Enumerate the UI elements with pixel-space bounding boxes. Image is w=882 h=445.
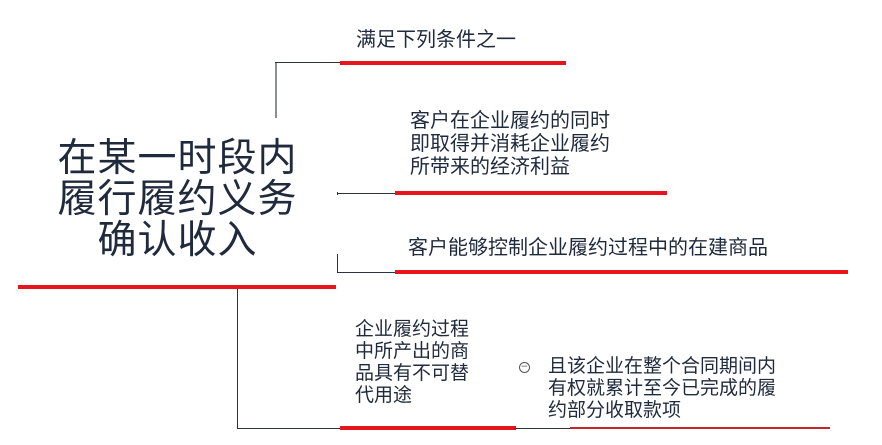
branch-4-child-node[interactable]: 且该企业在整个合同期间内 有权就累计至今已完成的履 约部分收取款项 [548,355,777,421]
connector-branch-2 [337,193,397,194]
branch-4-underline [340,426,516,430]
root-line-1: 在某一时段内 [57,136,298,181]
connector-branch-1-h [275,62,341,63]
connector-branch-1 [275,62,277,118]
branch-3-underline [395,270,848,274]
connector-branch-4 [237,428,341,429]
branch-2-node[interactable]: 客户在企业履约的同时 即取得并消耗企业履约 所带来的经济利益 [410,108,610,178]
root-line-2: 履行履约义务 [57,177,298,222]
connector-branch-3-v [337,254,338,273]
connector-branch-3 [337,272,397,273]
root-node[interactable]: 在某一时段内 履行履约义务 确认收入 [40,138,315,261]
collapse-toggle-icon[interactable]: − [519,362,530,373]
branch-4-child-underline [570,427,830,429]
branch-1-node[interactable]: 满足下列条件之一 [356,27,516,51]
root-line-3: 确认收入 [97,218,258,263]
root-underline [18,285,336,289]
branch-4-node[interactable]: 企业履约过程 中所产出的商 品具有不可替 代用途 [355,318,470,406]
branch-3-node[interactable]: 客户能够控制企业履约过程中的在建商品 [408,235,768,259]
connector-branch-4-child [515,428,571,429]
branch-2-underline [395,191,667,195]
connector-branch-4-v [237,289,238,429]
branch-1-underline [340,61,566,65]
